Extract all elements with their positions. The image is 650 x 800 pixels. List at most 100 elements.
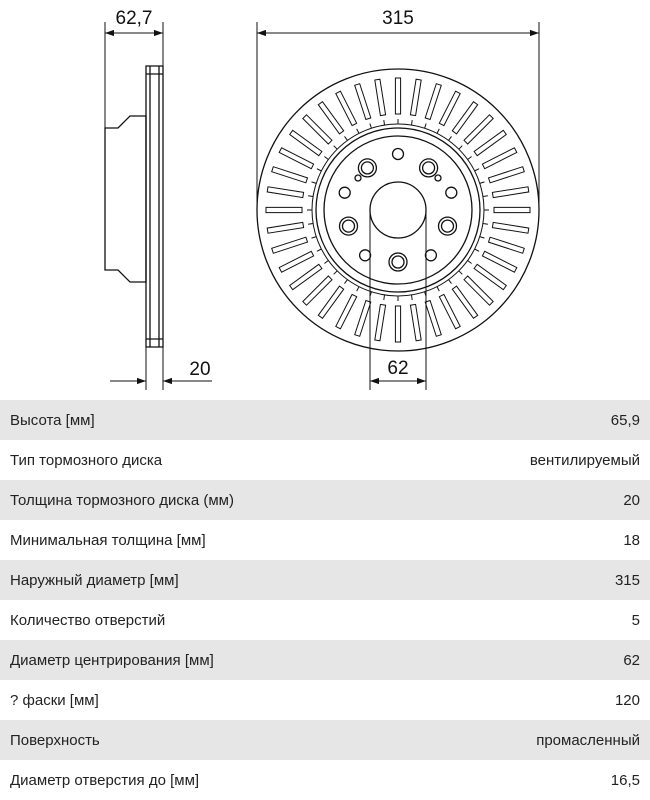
vent-tick <box>311 181 317 184</box>
vent-tick <box>356 128 360 134</box>
vent-slot <box>374 303 387 342</box>
vent-slot <box>487 166 525 184</box>
spec-label: ? фаски [мм] <box>10 691 99 709</box>
bolt-hole <box>357 158 378 178</box>
spec-value: 315 <box>614 571 640 589</box>
vent-tick <box>369 123 372 129</box>
small-hole <box>391 147 405 161</box>
vent-slot <box>424 299 442 337</box>
spec-value: вентилируемый <box>529 451 640 469</box>
small-hole <box>445 186 458 199</box>
vent-tick <box>458 270 463 275</box>
vent-slot <box>354 299 372 337</box>
vent-slot <box>493 206 531 214</box>
spec-value: промасленный <box>536 731 640 749</box>
small-hole <box>358 249 372 262</box>
vent-slot <box>473 129 507 157</box>
vent-slot <box>409 303 422 342</box>
bolt-hole <box>391 255 405 269</box>
vent-slot <box>271 166 309 184</box>
vent-tick <box>448 279 452 284</box>
vent-tick <box>482 223 488 225</box>
vent-slot <box>317 101 345 135</box>
spec-label: Поверхность <box>10 731 100 749</box>
bolt-hole <box>388 252 408 272</box>
locating-hole <box>434 174 442 182</box>
vent-slot <box>424 83 442 121</box>
bolt-hole <box>421 161 436 175</box>
center-bore <box>369 181 427 239</box>
dimension-outer-diameter <box>256 22 540 210</box>
vent-slot <box>266 186 305 199</box>
threaded-holes <box>338 147 458 262</box>
vent-slot <box>394 305 402 343</box>
spec-row: Диаметр отверстия до [мм] 16,5 <box>0 760 650 800</box>
vent-slot <box>271 236 309 254</box>
vent-tick <box>311 236 317 239</box>
brake-disc-drawing: 62,7 20 315 <box>104 8 540 390</box>
vent-tick <box>479 181 485 184</box>
spec-label: Диаметр отверстия до [мм] <box>10 771 200 789</box>
vent-slot <box>302 114 333 145</box>
vent-slot <box>409 78 422 117</box>
vent-slot <box>394 77 402 115</box>
vent-slot <box>335 293 358 330</box>
dimension-overall-height <box>104 22 164 128</box>
vent-slot <box>266 221 305 234</box>
vent-tick <box>333 145 338 150</box>
vent-slot <box>354 83 372 121</box>
spec-label: Наружный диаметр [мм] <box>10 571 179 589</box>
vent-slot <box>302 275 333 306</box>
spec-value: 16,5 <box>610 771 640 789</box>
vent-tick <box>411 120 413 126</box>
vent-tick <box>424 123 427 129</box>
dimension-label-overall-height: 62,7 <box>116 8 153 29</box>
vent-tick <box>448 136 452 141</box>
bolt-hole <box>360 161 375 175</box>
spec-value: 20 <box>623 491 640 509</box>
disc-front-view <box>256 68 540 352</box>
vent-tick <box>383 120 385 126</box>
vent-slot <box>438 293 461 330</box>
vent-slot <box>289 263 323 291</box>
spec-label: Высота [мм] <box>10 411 95 429</box>
spec-value: 18 <box>623 531 640 549</box>
vent-slot <box>317 285 345 319</box>
spec-label: Тип тормозного диска <box>10 451 163 469</box>
vent-tick <box>316 168 322 172</box>
bolt-hole <box>418 158 439 178</box>
spec-row: Тип тормозного диска вентилируемый <box>0 440 650 480</box>
vent-tick <box>308 223 314 225</box>
dimension-label-outer-diameter: 315 <box>382 8 414 29</box>
vent-slot <box>491 221 530 234</box>
disc-side-view <box>104 65 164 348</box>
spec-row: Толщина тормозного диска (мм) 20 <box>0 480 650 520</box>
vent-slot <box>265 206 303 214</box>
spec-label: Минимальная толщина [мм] <box>10 531 206 549</box>
vent-tick <box>356 286 360 292</box>
spec-value: 120 <box>614 691 640 709</box>
vent-slot <box>463 114 494 145</box>
vent-slot <box>491 186 530 199</box>
vent-tick <box>316 248 322 252</box>
vent-slot <box>374 78 387 117</box>
vent-tick <box>467 260 472 264</box>
vent-tick <box>458 145 463 150</box>
vent-tick <box>479 236 485 239</box>
vent-tick <box>474 168 480 172</box>
dimension-disc-thickness <box>110 347 212 390</box>
vent-slot <box>278 147 315 170</box>
vent-tick <box>474 248 480 252</box>
small-hole <box>338 186 351 199</box>
spec-row: Поверхность промасленный <box>0 720 650 760</box>
vent-tick <box>333 270 338 275</box>
vent-slot <box>473 263 507 291</box>
bolt-holes <box>338 158 458 272</box>
vent-tick <box>324 156 329 160</box>
spec-label: Толщина тормозного диска (мм) <box>10 491 234 509</box>
vent-slots <box>265 77 531 343</box>
vent-tick <box>482 195 488 197</box>
spec-row: ? фаски [мм] 120 <box>0 680 650 720</box>
vent-slot <box>335 90 358 127</box>
